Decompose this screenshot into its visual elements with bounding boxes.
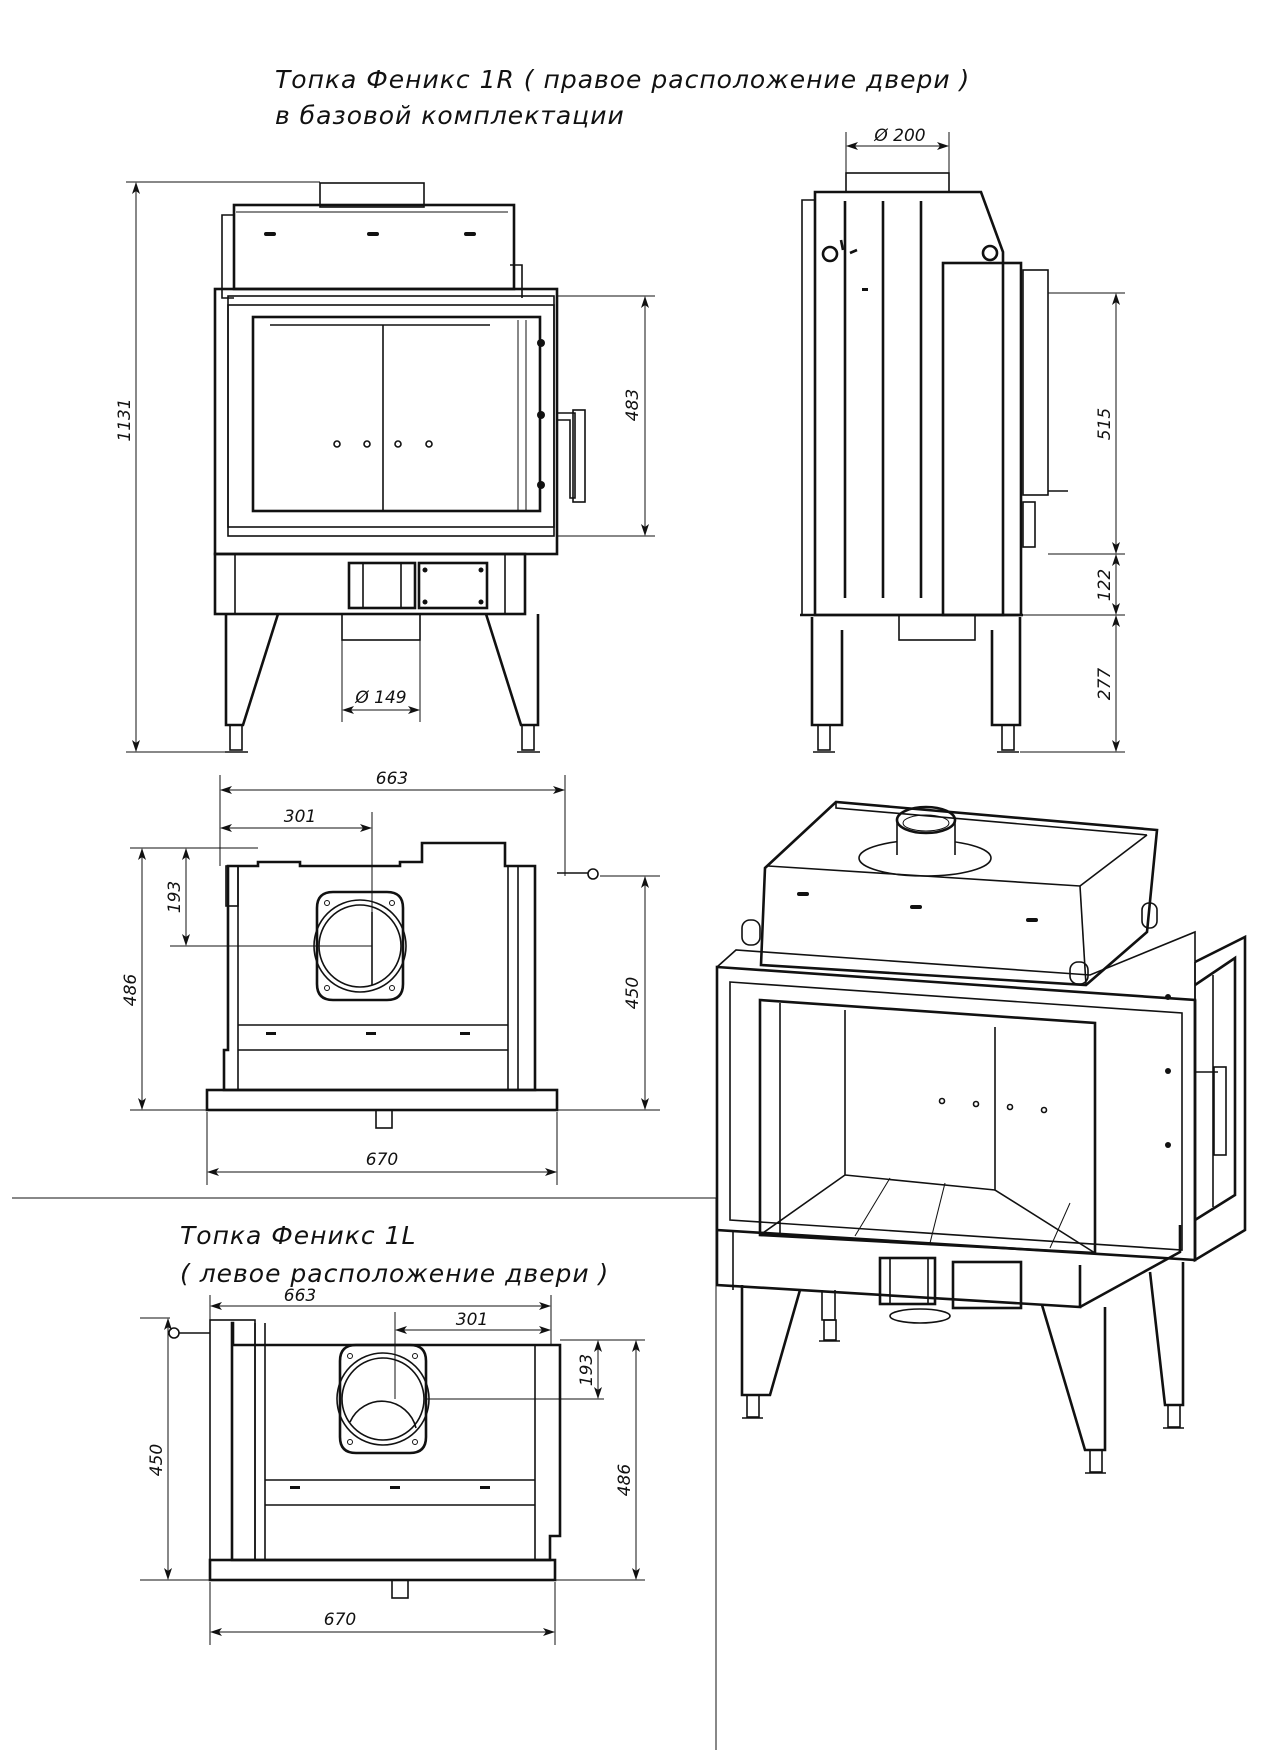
dim-rtop-depth-door: 450 [623,977,643,1009]
dim-ash-height: 122 [1095,569,1115,601]
front-view: 1131 483 Ø 149 [115,181,655,753]
dim-side-door-height: 515 [1095,408,1115,440]
dim-bottom-outlet: Ø 149 [354,688,406,708]
dim-ltop-depth-total: 486 [615,1464,635,1497]
dim-ltop-width: 663 [284,1286,316,1306]
dim-rtop-outlet-y: 193 [165,881,185,913]
dim-rtop-width-bottom: 670 [366,1150,398,1170]
dim-rtop-width: 663 [376,769,408,789]
title-left-line1: Топка Феникс 1L [180,1221,416,1250]
side-view: Ø 200 515 122 277 [800,126,1125,753]
top-view-right: 663 301 193 486 450 670 [121,769,660,1185]
dim-leg-height: 277 [1095,668,1115,701]
title-right-line1: Топка Феникс 1R ( правое расположение дв… [275,65,970,94]
title-right-line2: в базовой комплектации [275,101,625,130]
dim-rtop-outlet-x: 301 [284,807,316,827]
dim-ltop-width-bottom: 670 [324,1610,356,1630]
top-view-left: 663 301 193 486 450 670 [140,1286,645,1645]
title-left-line2: ( левое расположение двери ) [180,1259,609,1288]
dim-ltop-depth-door: 450 [147,1444,167,1476]
dim-front-door-height: 483 [623,389,643,421]
dim-ltop-outlet-y: 193 [577,1354,597,1386]
dim-total-height: 1131 [115,398,135,441]
dim-ltop-outlet-x: 301 [456,1310,488,1330]
dim-top-outlet: Ø 200 [873,126,925,146]
dim-rtop-depth-total: 486 [121,974,141,1007]
isometric-view [715,800,1247,1474]
